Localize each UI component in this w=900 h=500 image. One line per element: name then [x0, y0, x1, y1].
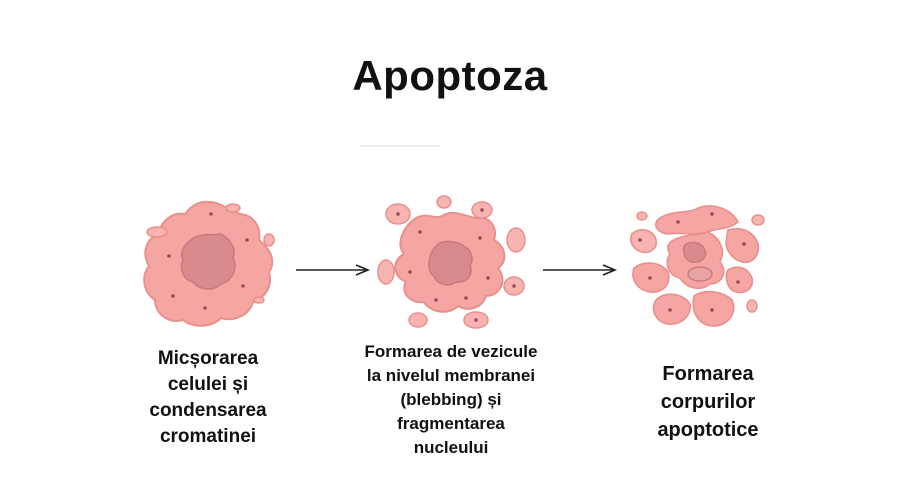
granule	[676, 220, 680, 224]
granule	[241, 284, 245, 288]
granule	[742, 242, 746, 246]
apoptotic-body	[692, 290, 735, 327]
granule	[167, 254, 171, 258]
apoptotic-body	[725, 228, 760, 264]
stage-1-caption: Micșorarea celulei și condensarea cromat…	[149, 348, 267, 447]
granule	[171, 294, 175, 298]
granule	[418, 230, 422, 234]
apoptotic-body	[652, 293, 691, 326]
apoptotic-body	[655, 205, 740, 235]
nucleus	[180, 233, 236, 290]
bleb	[377, 259, 395, 285]
apoptotic-body	[746, 299, 758, 313]
stage-2-caption: Formarea de vezicule la nivelul membrane…	[364, 342, 538, 457]
apoptotic-body	[751, 214, 765, 226]
granule	[408, 270, 412, 274]
stage-1-cell-illustration	[133, 190, 283, 340]
small-fragment	[146, 226, 168, 238]
apoptotic-body	[629, 228, 658, 254]
arrow-icon	[296, 264, 371, 276]
bleb	[506, 227, 526, 253]
granule	[512, 284, 516, 288]
bleb	[436, 195, 452, 209]
granule	[486, 276, 490, 280]
granule	[710, 212, 714, 216]
nucleus-fragment	[687, 266, 713, 282]
granule	[480, 208, 484, 212]
granule	[710, 308, 714, 312]
granule	[478, 236, 482, 240]
granule	[209, 212, 213, 216]
bleb	[408, 312, 428, 328]
small-fragment	[263, 233, 275, 247]
stage-2-cell-illustration	[376, 188, 526, 338]
nucleus	[428, 240, 473, 286]
granule	[648, 276, 652, 280]
granule	[474, 318, 478, 322]
granule	[203, 306, 207, 310]
granule	[434, 298, 438, 302]
diagram-title: Apoptoza	[352, 52, 548, 99]
nucleus-fragment	[682, 241, 707, 263]
granule	[396, 212, 400, 216]
arrow-icon	[543, 264, 618, 276]
stage-3-cell-illustration	[628, 192, 778, 342]
divider-mark	[360, 145, 440, 147]
small-fragment	[253, 296, 265, 304]
granule	[245, 238, 249, 242]
granule	[464, 296, 468, 300]
apoptotic-body	[725, 266, 754, 294]
granule	[736, 280, 740, 284]
apoptotic-body	[636, 211, 648, 221]
stage-3-caption: Formarea corpurilor apoptotice	[657, 363, 759, 441]
granule	[668, 308, 672, 312]
small-fragment	[225, 203, 241, 213]
granule	[638, 238, 642, 242]
